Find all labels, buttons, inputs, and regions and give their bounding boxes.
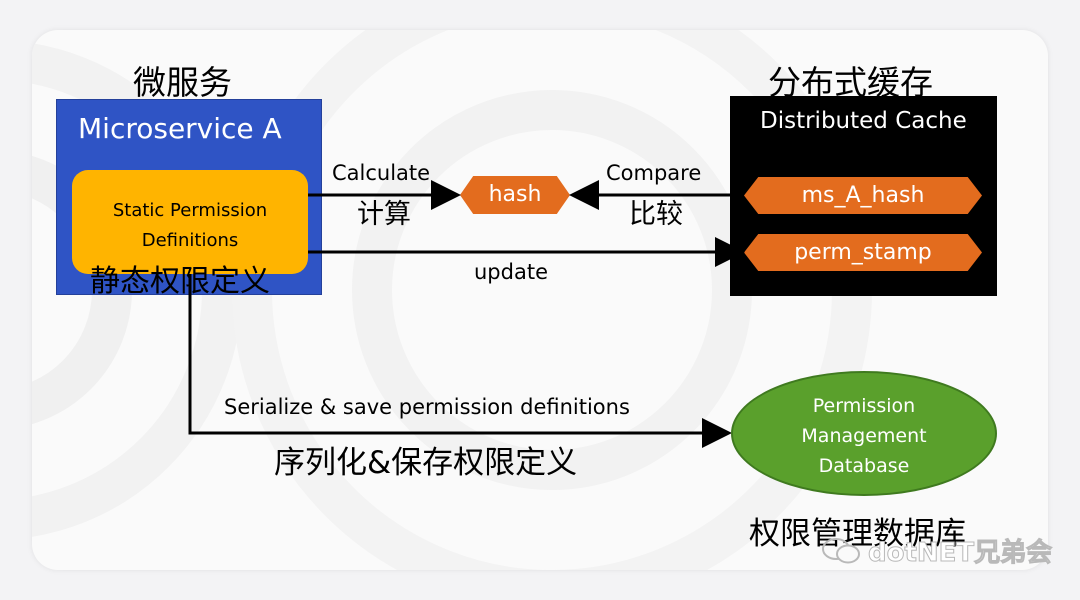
watermark-text: dotNET兄弟会 xyxy=(867,538,1053,569)
static-permission-cn-label: 静态权限定义 xyxy=(90,264,270,299)
distributed-cache-title: Distributed Cache xyxy=(760,108,967,134)
update-label: update xyxy=(474,260,548,284)
static-permission-line1: Static Permission xyxy=(112,200,268,221)
cache-cn-title: 分布式缓存 xyxy=(768,63,933,102)
static-permission-line2: Definitions xyxy=(141,230,239,251)
static-permission-box xyxy=(72,170,308,274)
static-permission-label: Static Permission Definitions xyxy=(72,196,308,256)
microservice-title: Microservice A xyxy=(78,112,282,145)
serialize-label: Serialize & save permission definitions xyxy=(224,395,630,419)
calculate-label: Calculate xyxy=(332,161,431,185)
permission-database xyxy=(731,371,997,496)
hash-node: hash xyxy=(460,176,570,214)
serialize-cn-label: 序列化&保存权限定义 xyxy=(274,445,578,481)
calculate-cn-label: 计算 xyxy=(357,199,411,230)
cache-key-perm-stamp: perm_stamp xyxy=(744,234,982,271)
cache-key-ms-a-hash: ms_A_hash xyxy=(744,177,982,214)
microservice-cn-title: 微服务 xyxy=(133,63,232,102)
database-line1: Permission xyxy=(812,395,916,417)
compare-cn-label: 比较 xyxy=(629,199,683,230)
permission-database-label: Permission Management Database xyxy=(731,391,997,481)
wechat-icon xyxy=(822,538,860,564)
compare-label: Compare xyxy=(606,161,702,185)
database-line2: Management xyxy=(801,425,927,447)
database-cn-label: 权限管理数据库 xyxy=(749,516,966,552)
database-line3: Database xyxy=(818,455,910,477)
